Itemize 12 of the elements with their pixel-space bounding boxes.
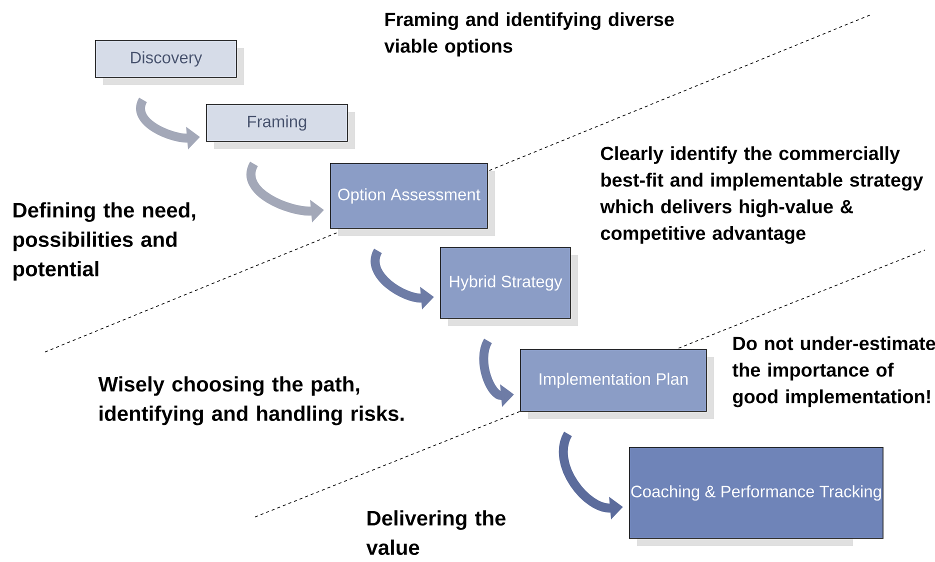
note-text: Clearly identify the commercially best-fit and implementable strategy which delivers high-value & competitive advantage xyxy=(600,146,924,244)
process-box: Hybrid Strategy xyxy=(440,247,578,326)
process-box: Framing xyxy=(206,104,355,149)
process-box: Option Assessment xyxy=(330,163,495,236)
note-text: Delivering the value xyxy=(366,510,506,556)
note-text: Framing and identifying diverse viable options xyxy=(384,12,674,56)
note-text: Do not under-estimate the importance of good implementation! xyxy=(732,336,935,408)
note-text: Defining the need, possibilities and potential xyxy=(14,202,196,281)
process-box: Implementation Plan xyxy=(520,349,714,419)
process-box: Coaching & Performance Tracking xyxy=(629,447,884,546)
process-box: Discovery xyxy=(95,40,244,85)
note-text: Wisely choosing the path, identifying and handling risks. xyxy=(98,376,404,426)
